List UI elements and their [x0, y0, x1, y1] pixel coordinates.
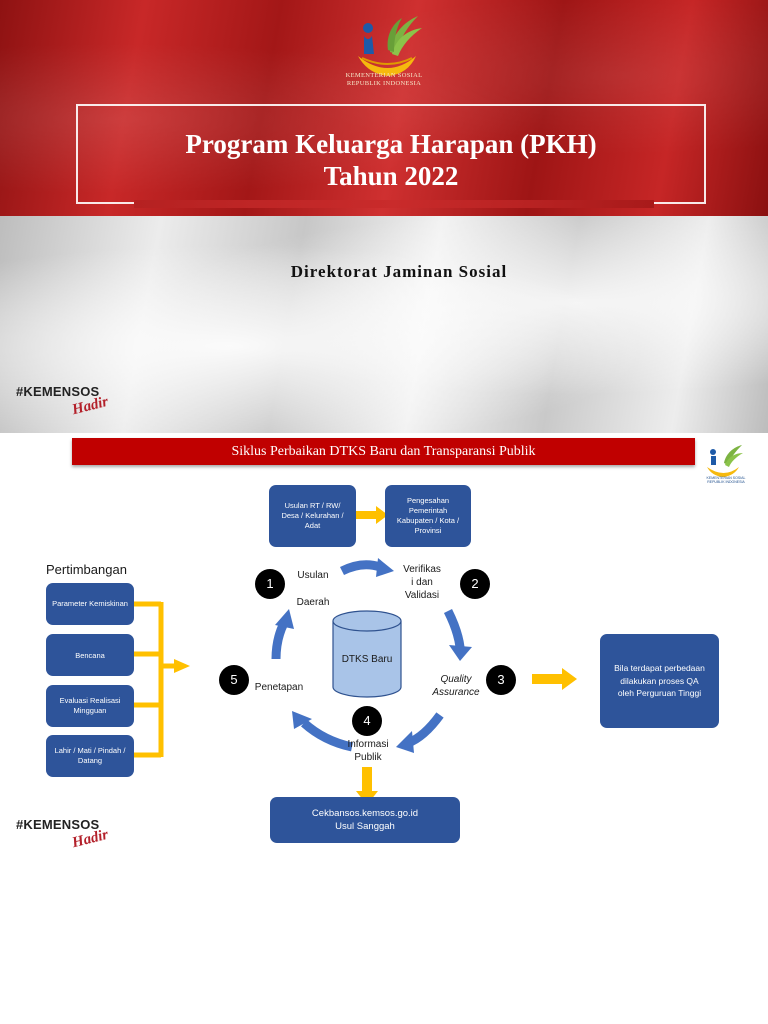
- step-2-label-line2: i dan: [411, 577, 433, 588]
- database-cylinder: [332, 610, 402, 698]
- title-slide: KEMENTERIAN SOSIAL REPUBLIK INDONESIA Pr…: [0, 0, 768, 433]
- cycle-slide: Siklus Perbaikan DTKS Baru dan Transpara…: [0, 433, 768, 1024]
- step-5-badge: 5: [219, 665, 249, 695]
- step-4-label-line1: Informasi: [347, 739, 389, 750]
- step-5-label: Penetapan: [254, 682, 304, 693]
- cekbansos-box: Cekbansos.kemsos.go.id Usul Sanggah: [270, 797, 460, 843]
- cycle-arrowhead-1-2: [376, 558, 394, 577]
- slide-title: Program Keluarga Harapan (PKH) Tahun 202…: [76, 128, 706, 192]
- cycle-arrow-3-4: [406, 712, 444, 748]
- slide-header: Siklus Perbaikan DTKS Baru dan Transpara…: [72, 438, 695, 465]
- cycle-arrowhead-5-1: [275, 609, 294, 629]
- logo-caption-line1: KEMENTERIAN SOSIAL: [345, 72, 423, 79]
- step-4-badge: 4: [352, 706, 382, 736]
- cycle-arrow-5-1: [271, 620, 289, 660]
- step-2-label-line3: Validasi: [404, 590, 440, 601]
- step-2-label-line1: Verifikas: [403, 564, 441, 575]
- step-4-label-line2: Publik: [354, 752, 382, 763]
- white-flag-background: [0, 216, 768, 433]
- step-1-badge: 1: [255, 569, 285, 599]
- arrow-usulan-to-pengesahan: [356, 506, 388, 524]
- pertimbangan-item: Lahir / Mati / Pindah / Datang: [46, 735, 134, 777]
- cycle-arrows: [134, 506, 577, 805]
- hashtag-kemensos: #KEMENSOS: [16, 817, 100, 832]
- pertimbangan-title: Pertimbangan: [46, 562, 127, 577]
- red-flag-background: [0, 0, 768, 216]
- cycle-arrowhead-2-3: [449, 645, 472, 661]
- step-3-badge: 3: [486, 665, 516, 695]
- step-1-label-line1: Usulan: [297, 570, 329, 581]
- pertimbangan-item: Parameter Kemiskinan: [46, 583, 134, 625]
- cekbansos-action: Usul Sanggah: [335, 821, 395, 832]
- slide-subtitle: Direktorat Jaminan Sosial: [290, 262, 508, 281]
- step-2-badge: 2: [460, 569, 490, 599]
- cekbansos-url: Cekbansos.kemsos.go.id: [311, 808, 419, 819]
- qa-note-box: Bila terdapat perbedaan dilakukan proses…: [600, 634, 719, 728]
- cycle-arrow-4-5: [300, 719, 354, 752]
- pertimbangan-bracket: [134, 601, 176, 758]
- cycle-arrowhead-4-5: [292, 711, 312, 729]
- kemensos-small-logo-icon: [707, 445, 743, 477]
- pertimbangan-item: Bencana: [46, 634, 134, 676]
- cycle-arrow-2-3: [443, 608, 465, 648]
- slide-title-line1: Program Keluarga Harapan (PKH): [185, 129, 597, 159]
- logo-caption-line2: REPUBLIK INDONESIA: [346, 80, 422, 87]
- database-label: DTKS Baru: [341, 654, 393, 665]
- arrow-informasi-to-cekbansos: [356, 767, 378, 805]
- step-3-label-line1: Quality: [440, 674, 472, 685]
- slide-title-line2: Tahun 2022: [323, 161, 459, 191]
- hashtag-kemensos: #KEMENSOS: [16, 384, 100, 399]
- pertimbangan-item: Evaluasi Realisasi Mingguan: [46, 685, 134, 727]
- step-1-label-line2: Daerah: [296, 597, 330, 608]
- kemensos-logo-icon: [358, 16, 422, 76]
- bracket-arrowhead: [174, 659, 190, 673]
- arrow-qa-to-note: [532, 668, 577, 690]
- step-3-label-line2: Assurance: [432, 687, 480, 698]
- pengesahan-box: Pengesahan Pemerintah Kabupaten / Kota /…: [385, 485, 471, 547]
- cycle-arrow-1-2: [339, 560, 382, 576]
- logo-caption: KEMENTERIAN SOSIAL REPUBLIK INDONESIA: [332, 72, 436, 88]
- usulan-rt-box: Usulan RT / RW/ Desa / Kelurahan / Adat: [269, 485, 356, 547]
- title-frame-gap: [134, 200, 654, 208]
- cycle-arrowhead-3-4: [396, 731, 414, 753]
- small-logo-caption: KEMENTERIAN SOSIAL REPUBLIK INDONESIA: [706, 476, 746, 484]
